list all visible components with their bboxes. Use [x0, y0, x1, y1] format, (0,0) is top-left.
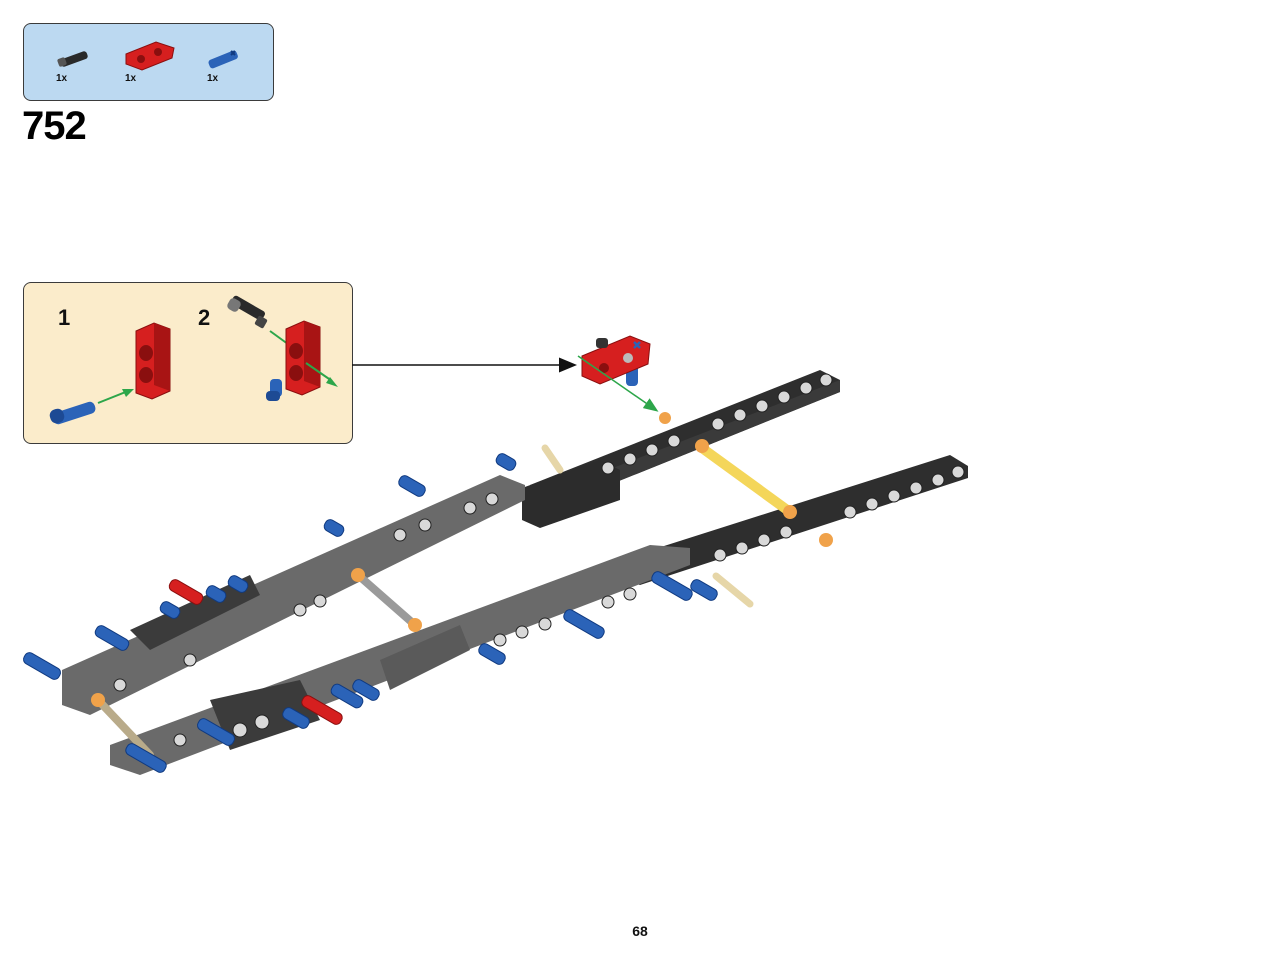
bush-orange	[695, 439, 709, 453]
beam-holes	[113, 373, 965, 747]
part-count-black-pin: 1x	[56, 73, 68, 84]
step-number: 752	[22, 104, 87, 148]
bush-orange	[659, 412, 671, 424]
page-number: 68	[632, 923, 648, 939]
axle-tan	[712, 572, 754, 608]
black-friction-pin-icon	[57, 51, 88, 67]
axle-grey	[354, 571, 419, 629]
black-friction-pin-icon	[227, 295, 268, 329]
bush-orange	[819, 533, 833, 547]
axle-tan	[541, 444, 564, 474]
red-block-icon	[135, 322, 171, 400]
placement-arrow	[577, 355, 659, 412]
sub-step-2-number: 2	[198, 305, 211, 330]
bush-orange	[351, 568, 365, 582]
beam-black-lower	[618, 455, 968, 585]
parts-list-art	[57, 41, 238, 71]
part-count-red-block: 1x	[125, 73, 137, 84]
parts-list-callout: 1x 1x 1x	[23, 23, 274, 101]
axle-tan	[94, 696, 154, 759]
blue-pins	[23, 453, 718, 773]
part-count-blue-pin: 1x	[207, 73, 219, 84]
blue-pin-icon	[49, 401, 96, 425]
red-cross-block-icon	[125, 41, 175, 71]
new-red-block-assembly	[581, 335, 651, 386]
bush-orange	[408, 618, 422, 632]
sub-step-1-number: 1	[58, 305, 71, 330]
blue-pin-icon	[266, 379, 282, 401]
green-arrow-icon	[97, 389, 134, 404]
beam-grey-left-upper	[62, 475, 525, 715]
axle-yellow	[697, 443, 795, 517]
bush-orange	[91, 693, 105, 707]
sub-assembly-callout: 1 2	[23, 282, 353, 444]
bush-orange	[783, 505, 797, 519]
green-arrow-icon	[305, 362, 338, 387]
sub-assembly-art	[49, 295, 338, 425]
red-pins	[168, 579, 343, 725]
blue-axle-pin-icon	[208, 50, 238, 69]
beam-black-short	[522, 460, 620, 528]
